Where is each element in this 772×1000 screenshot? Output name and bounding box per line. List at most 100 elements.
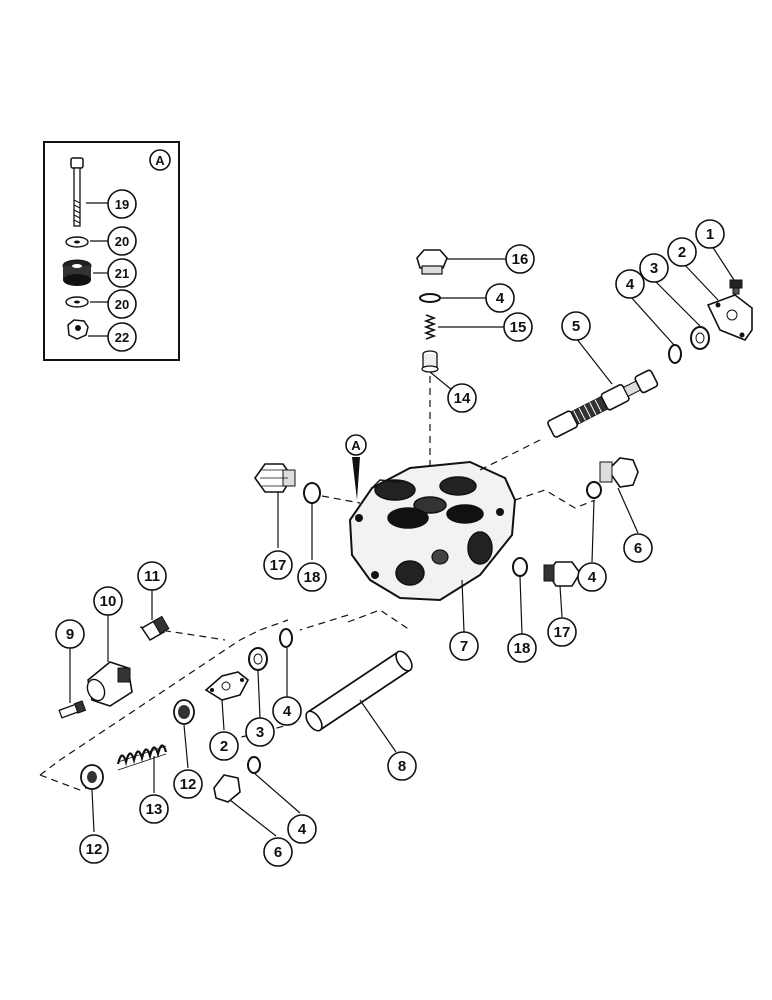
plate-2-upper [706,294,753,341]
callout-13: 13 [139,794,169,824]
plug-17-left [254,463,296,493]
relief-plug-16 [416,249,448,275]
spring-15 [423,314,437,340]
svg-text:4: 4 [283,703,292,720]
svg-text:14: 14 [454,390,471,407]
poppet-14 [421,350,439,373]
svg-text:17: 17 [270,557,287,574]
callouts: 1 2 4 3 5 16 4 15 14 17 18 6 4 7 18 17 1… [55,219,725,867]
plate-2-lower [204,671,250,701]
callout-2-upper: 2 [667,237,697,267]
svg-text:4: 4 [496,290,505,307]
o-ring-4-lower [279,628,293,648]
svg-text:5: 5 [572,318,580,335]
svg-text:A: A [351,438,361,453]
callout-17-right: 17 [547,617,577,647]
valve-body [348,460,517,602]
callout-12-upper: 12 [173,769,203,799]
o-ring-4-upper [668,344,682,364]
callout-18-right: 18 [507,633,537,663]
callout-3-upper: 3 [639,253,669,283]
callout-1: 1 [695,219,725,249]
callout-10: 10 [93,586,123,616]
callout-18-left: 18 [297,562,327,592]
svg-text:2: 2 [678,244,686,261]
svg-text:16: 16 [512,251,529,268]
svg-text:21: 21 [115,266,129,281]
callout-15: 15 [503,312,533,342]
plug-6-right [599,457,639,488]
svg-text:18: 18 [304,569,321,586]
svg-text:4: 4 [588,569,597,586]
callout-4-right: 4 [577,562,607,592]
callout-3-lower: 3 [245,717,275,747]
callout-2-lower: 2 [209,731,239,761]
svg-text:19: 19 [115,197,129,212]
inset-marker-circle [149,149,171,171]
screw-1 [729,279,743,295]
callout-4-upper-right: 4 [615,269,645,299]
callout-11: 11 [137,561,167,591]
callout-20-lower: 20 [107,289,137,319]
retainer-12-lower [80,764,104,790]
svg-text:11: 11 [144,568,160,585]
svg-text:6: 6 [634,540,642,557]
o-ring-top [419,293,441,303]
callout-6-lower: 6 [263,837,293,867]
adapter-11 [140,615,170,641]
inset-frame [43,141,180,361]
inset-marker-label: A [155,153,165,168]
svg-text:4: 4 [626,276,635,293]
callout-22: 22 [107,322,137,352]
washer-3-lower [248,647,268,671]
tube-8 [305,650,413,732]
callout-4-top: 4 [485,283,515,313]
washer-3-upper [690,326,710,350]
svg-text:3: 3 [650,260,658,277]
o-ring-4-right [586,481,602,499]
nut-part [67,319,89,340]
spring-13 [116,744,168,771]
callout-12-lower: 12 [79,834,109,864]
svg-text:7: 7 [460,638,468,655]
svg-text:8: 8 [398,758,406,775]
svg-text:10: 10 [100,593,117,610]
o-ring-4-bottom [247,756,261,774]
section-marker: A [345,434,367,500]
svg-text:2: 2 [220,738,228,755]
bolt-part [70,157,84,227]
screw-9 [58,700,87,719]
callout-6-right: 6 [623,533,653,563]
callout-9: 9 [55,619,85,649]
svg-text:13: 13 [146,801,163,818]
callout-8: 8 [387,751,417,781]
callout-5: 5 [561,311,591,341]
svg-text:9: 9 [66,626,74,643]
leader-lines [69,245,735,837]
svg-text:17: 17 [554,624,571,641]
svg-text:12: 12 [86,841,103,858]
plug-17-right [543,561,581,587]
plug-6-lower [213,774,241,803]
o-ring-18-left [303,482,321,504]
inset-panel: A [43,141,180,361]
o-ring-18-right [512,557,528,577]
callout-17-left: 17 [263,550,293,580]
svg-text:20: 20 [115,234,129,249]
svg-text:4: 4 [298,821,307,838]
callout-4-bottom: 4 [287,814,317,844]
svg-text:18: 18 [514,640,531,657]
cap-10 [86,661,133,707]
svg-text:6: 6 [274,844,282,861]
callout-16: 16 [505,244,535,274]
callout-21: 21 [107,258,137,288]
spool-5 [547,369,659,438]
svg-text:1: 1 [706,226,714,243]
callout-7: 7 [449,631,479,661]
callout-20: 20 [107,226,137,256]
callout-14: 14 [447,383,477,413]
callout-19: 19 [107,189,137,219]
callout-4-lower: 4 [272,696,302,726]
rubber-mount-part [62,259,92,286]
